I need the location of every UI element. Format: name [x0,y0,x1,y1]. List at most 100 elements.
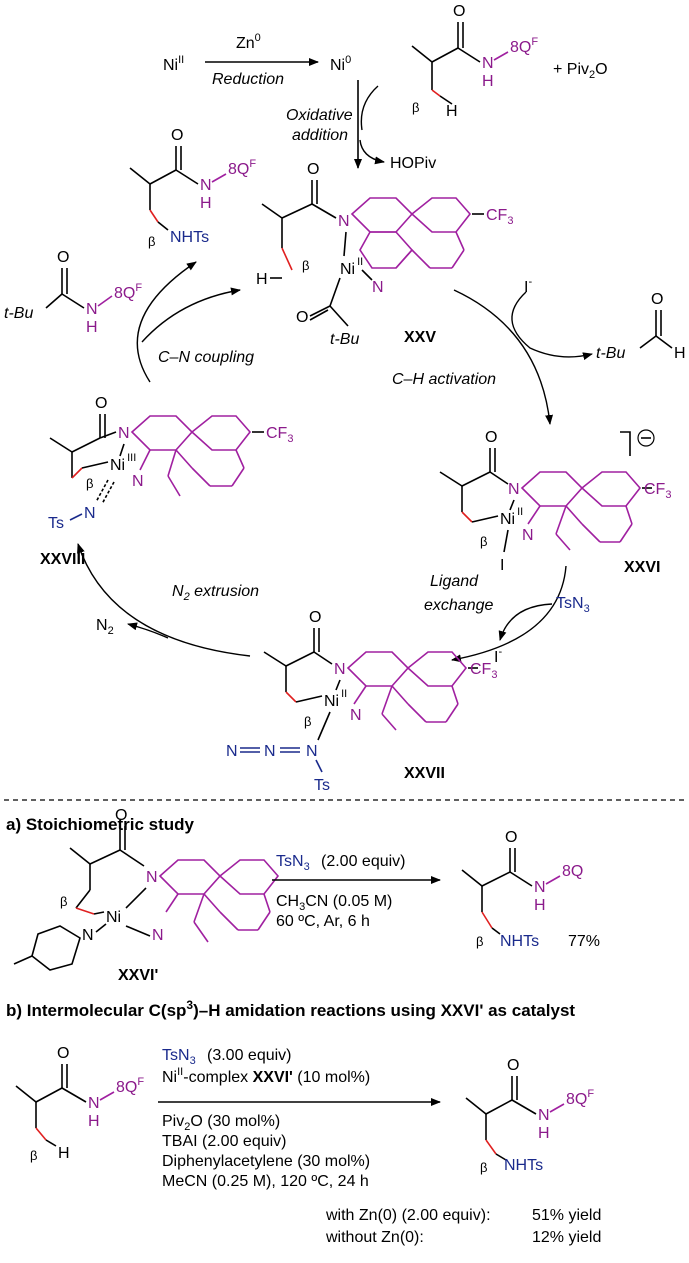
hopiv-label: HOPiv [390,155,436,172]
xxviii-label: XXVIII [40,551,85,568]
b-reagent2: NiII-complex XXVI' (10 mol%) [162,1066,370,1086]
tsn3-label: TsN3 [556,595,590,615]
xxvii-o: O [309,609,321,626]
b-substrate-beta: β [30,1148,37,1163]
b-substrate-n: N [88,1095,100,1112]
h-atom: H [446,103,458,120]
without-zn-yield: 12% yield [532,1229,601,1246]
a-yield: 77% [568,933,600,950]
a-solvent: CH3CN (0.05 M) [276,893,392,913]
product-o: O [171,127,183,144]
a-product-beta: β [476,934,483,949]
tbu-amide: O t-Bu N H 8QF [4,249,142,336]
xxv-tbu: t-Bu [330,331,359,348]
xxvi-prime-quin-n: N [152,927,164,944]
product-h: H [200,195,212,212]
xxviii-n: N [118,425,130,442]
xxvi-o: O [485,429,497,446]
reduction-label: Reduction [212,71,284,88]
a-product-n: N [534,879,546,896]
zn0-label: Zn0 [236,32,261,52]
section-a-title: a) Stoichiometric study [6,815,195,834]
xxv-piv-o: O [296,309,308,326]
n2-label: N2 [96,617,114,637]
xxvi-prime-n: N [146,869,158,886]
xxviii-beta: β [86,476,93,491]
product-beta: β [148,234,155,249]
section-b-conditions: TsN3 (3.00 equiv) NiII-complex XXVI' (10… [158,1047,441,1190]
b-reagent1: TsN3 [162,1047,196,1067]
a-product-h: H [534,897,546,914]
xxviii-ts: Ts [48,515,64,532]
section-a-product: O β N H 8Q NHTs 77% [461,829,600,950]
a-reagent-amount: (2.00 equiv) [321,853,406,870]
a-reagent: TsN3 [276,853,310,873]
amide-n: N [482,55,494,72]
ch-activation-label: C–H activation [392,371,496,388]
product-amide-top: O N H 8QF β NHTs [129,127,256,249]
xxvi-quin-n: N [522,527,534,544]
tbu-h: H [86,319,98,336]
xxvi-prime-o: O [115,807,127,824]
aldehyde-h: H [674,345,686,362]
tbu-quinoline: 8QF [114,282,142,302]
xxvi-prime-ni: Ni [106,909,121,926]
xxvii-beta: β [304,714,311,729]
b-product-nhts: NHTs [504,1157,543,1174]
tbu-label: t-Bu [4,305,33,322]
product-n: N [200,177,212,194]
xxv-quin-n: N [372,279,384,296]
oxidative-label-2: addition [292,127,348,144]
section-b-product: O β NHTs N H 8QF [465,1057,594,1175]
ligand-label-1: Ligand [430,573,479,590]
xxvi-prime-label: XXVI' [118,967,158,984]
xxv-n: N [338,213,350,230]
b-product-beta: β [480,1160,487,1175]
azide-ts: Ts [314,777,330,794]
with-zn-yield: 51% yield [532,1207,601,1224]
aldehyde-tbu: t-Bu [596,345,625,362]
xxviii-o: O [95,395,107,412]
tbu-o: O [57,249,69,266]
b-product-h: H [538,1125,550,1142]
ch-activation-arrow [453,289,554,425]
xxvi-iodide: I [500,557,504,574]
xxvii-n: N [334,661,346,678]
b-substrate-group: 8QF [116,1076,144,1096]
iodide-in-arrow [511,291,593,361]
piv2o-label: + Piv2O [553,61,608,81]
b-cond4: MeCN (0.25 M), 120 ºC, 24 h [162,1173,369,1190]
azide-n2: N [264,743,276,760]
a-conditions: 60 ºC, Ar, 6 h [276,913,370,930]
aldehyde-o: O [651,291,663,308]
iodide-out-label: I- [494,646,502,666]
cn-coupling-label: C–N coupling [158,349,254,366]
a-product-o: O [505,829,517,846]
pivaldehyde: t-Bu O H [596,291,686,362]
xxv-beta: β [302,258,309,273]
b-substrate-h: H [58,1145,70,1162]
without-zn-label: without Zn(0): [325,1229,424,1246]
section-a-conditions: TsN3 (2.00 equiv) CH3CN (0.05 M) 60 ºC, … [272,853,441,930]
cn-coupling-arrow [136,261,197,383]
section-b-yields: with Zn(0) (2.00 equiv): 51% yield witho… [325,1207,601,1246]
substrate-amide: O N H 8QF H β + Piv2O [411,3,608,120]
ni0-label: Ni0 [330,54,351,74]
n2-extrusion-arrow [77,543,251,657]
a-product-nhts: NHTs [500,933,539,950]
b-product-group: 8QF [566,1088,594,1108]
xxviii-cf3: CF3 [266,425,293,445]
xxvii-cf3: CF3 [470,661,497,681]
iodide-label: I- [524,276,532,296]
tsn3-in-arrow [498,603,553,641]
xxvii-quin-n: N [350,707,362,724]
xxv-o: O [307,161,319,178]
xxvi-cf3: CF3 [644,481,671,501]
azide-n3: N [306,743,318,760]
tbu-n: N [86,301,98,318]
